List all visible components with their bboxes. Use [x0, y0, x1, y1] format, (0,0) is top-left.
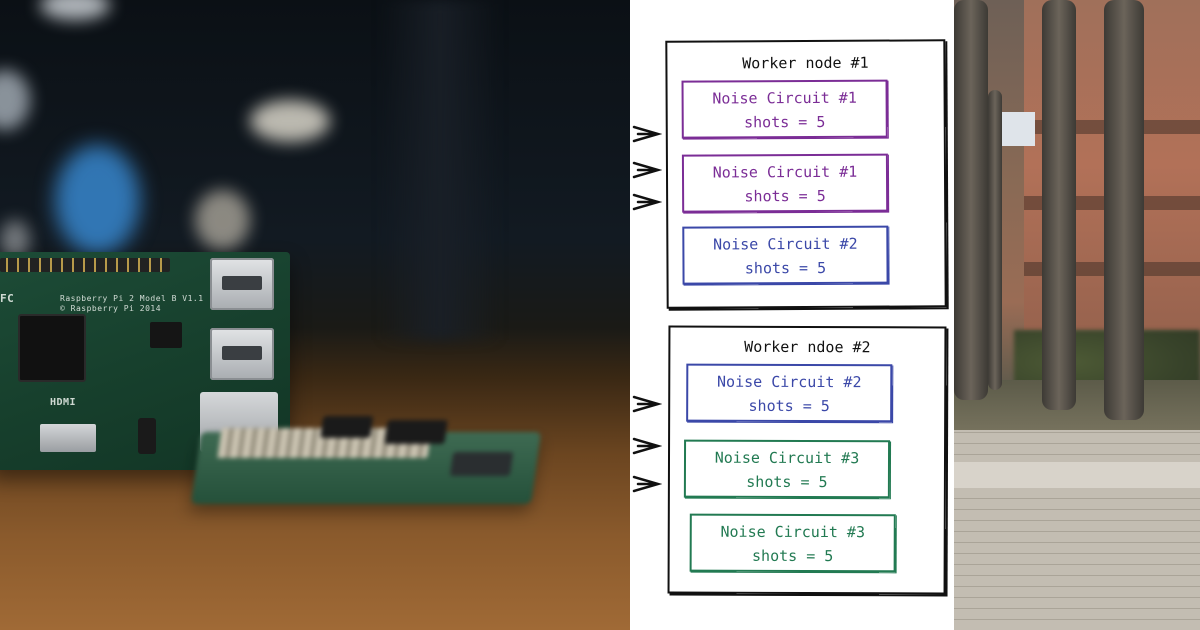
gpio-header: [0, 258, 170, 272]
incoming-arrow-icon: [632, 475, 662, 493]
circuit-shots: shots = 5: [748, 396, 830, 416]
bokeh-light: [250, 100, 330, 142]
worker-node-1: Worker node #1 Noise Circuit #1 shots = …: [665, 39, 947, 309]
board-silkscreen-line: Raspberry Pi 2 Model B V1.1: [60, 294, 204, 303]
tree-trunk: [1042, 0, 1076, 410]
circuit-name: Noise Circuit #3: [714, 448, 860, 468]
worker-node-title: Worker node #1: [742, 53, 869, 73]
circuit-name: Noise Circuit #2: [713, 234, 858, 254]
circuit-shots: shots = 5: [744, 112, 826, 132]
bokeh-light: [40, 0, 110, 20]
tree-trunk: [954, 0, 988, 400]
circuit-shots: shots = 5: [744, 258, 827, 278]
connector: [384, 420, 448, 444]
incoming-arrow-icon: [632, 395, 662, 413]
soc-chip: [18, 314, 86, 382]
noise-circuit-box: Noise Circuit #2 shots = 5: [686, 363, 893, 423]
usb-port: [210, 258, 274, 310]
circuit-name: Noise Circuit #3: [720, 522, 866, 542]
board-silkscreen-line: © Raspberry Pi 2014: [60, 304, 162, 313]
worker-node-title: Worker ndoe #2: [744, 337, 871, 357]
hdmi-label: HDMI: [50, 397, 77, 408]
campus-walkway-photo: [954, 0, 1200, 630]
incoming-arrow-icon: [632, 193, 662, 211]
tree-trunk: [1104, 0, 1144, 420]
connector: [449, 452, 514, 476]
circuit-shots: shots = 5: [751, 546, 834, 566]
worker-node-2: Worker ndoe #2 Noise Circuit #2 shots = …: [667, 325, 947, 595]
tree-trunk: [988, 90, 1002, 390]
hdmi-port: [40, 424, 96, 452]
sky-patch: [999, 112, 1035, 146]
usb-controller-chip: [150, 322, 182, 348]
bokeh-light: [0, 70, 30, 130]
bokeh-light: [55, 145, 140, 255]
worker-nodes-diagram: Worker node #1 Noise Circuit #1 shots = …: [630, 0, 954, 630]
second-board-blurred: [190, 416, 542, 504]
raspberry-pi-photo: FC Raspberry Pi 2 Model B V1.1 © Raspber…: [0, 0, 630, 630]
background-pillar: [380, 0, 500, 340]
raspberry-pi-board: FC Raspberry Pi 2 Model B V1.1 © Raspber…: [0, 252, 290, 470]
audio-jack: [138, 418, 156, 454]
noise-circuit-box: Noise Circuit #2 shots = 5: [682, 225, 889, 285]
circuit-shots: shots = 5: [746, 472, 828, 492]
incoming-arrow-icon: [632, 437, 662, 455]
noise-circuit-box: Noise Circuit #3 shots = 5: [689, 513, 896, 573]
paved-walkway: [954, 430, 1200, 630]
incoming-arrow-icon: [632, 161, 662, 179]
noise-circuit-box: Noise Circuit #1 shots = 5: [681, 153, 889, 213]
bokeh-light: [195, 190, 250, 250]
fc-mark: FC: [0, 292, 15, 305]
noise-circuit-box: Noise Circuit #3 shots = 5: [683, 439, 891, 499]
noise-circuit-box: Noise Circuit #1 shots = 5: [681, 79, 888, 139]
circuit-shots: shots = 5: [744, 186, 826, 206]
usb-port: [210, 328, 274, 380]
connector: [320, 416, 374, 438]
incoming-arrow-icon: [632, 125, 662, 143]
circuit-name: Noise Circuit #2: [716, 372, 862, 392]
circuit-name: Noise Circuit #1: [712, 88, 857, 108]
walkway-curb: [954, 462, 1200, 488]
circuit-name: Noise Circuit #1: [712, 162, 858, 182]
